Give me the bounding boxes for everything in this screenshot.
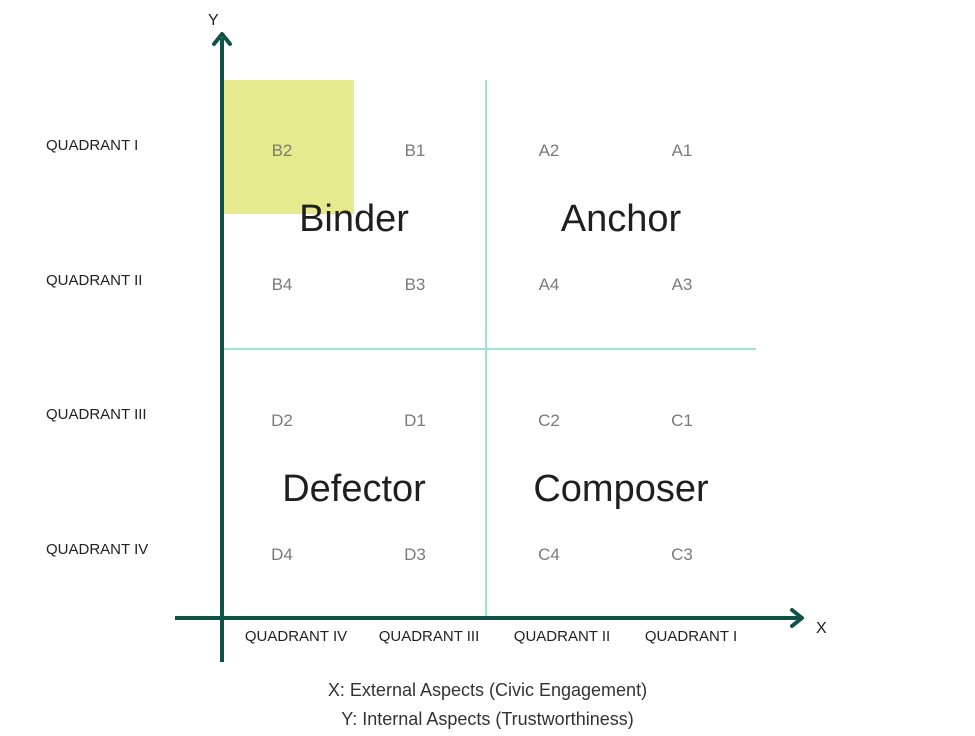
cell-a3: A3 (671, 275, 693, 294)
cell-b1: B1 (404, 141, 426, 160)
cell-d2: D2 (271, 411, 293, 430)
x-axis-arrowhead (790, 608, 804, 628)
row-label-quadrant-iv: QUADRANT IV (46, 541, 149, 558)
y-axis-caption: Y: Internal Aspects (Trustworthiness) (341, 709, 634, 729)
column-label-quadrant-iii: QUADRANT III (378, 628, 480, 645)
cell-a1: A1 (671, 141, 693, 160)
cell-c1: C1 (671, 411, 693, 430)
column-label-quadrant-i: QUADRANT I (644, 628, 738, 645)
x-axis-label: X (816, 620, 827, 637)
y-axis-arrowhead (212, 32, 232, 46)
quadrant-name-composer: Composer (533, 468, 709, 510)
column-label-quadrant-ii: QUADRANT II (513, 628, 611, 645)
row-label-quadrant-ii: QUADRANT II (46, 272, 143, 289)
cell-a2: A2 (538, 141, 560, 160)
cell-d1: D1 (404, 411, 426, 430)
column-label-quadrant-iv: QUADRANT IV (244, 628, 348, 645)
cell-a4: A4 (538, 275, 560, 294)
cell-b4: B4 (271, 275, 293, 294)
quadrant-name-anchor: Anchor (560, 198, 682, 240)
cell-b3: B3 (404, 275, 426, 294)
quadrant-name-defector: Defector (282, 468, 426, 510)
x-axis-caption: X: External Aspects (Civic Engagement) (327, 680, 648, 700)
highlight-cell-b2 (224, 80, 354, 214)
cell-b2: B2 (271, 141, 293, 160)
cell-c2: C2 (538, 411, 560, 430)
row-label-quadrant-iii: QUADRANT III (46, 406, 147, 423)
y-axis-label: Y (208, 12, 219, 29)
cell-d4: D4 (271, 545, 293, 564)
cell-c4: C4 (538, 545, 560, 564)
quadrant-name-binder: Binder (299, 198, 409, 240)
row-label-quadrant-i: QUADRANT I (46, 137, 139, 154)
cell-c3: C3 (671, 545, 693, 564)
cell-d3: D3 (404, 545, 426, 564)
